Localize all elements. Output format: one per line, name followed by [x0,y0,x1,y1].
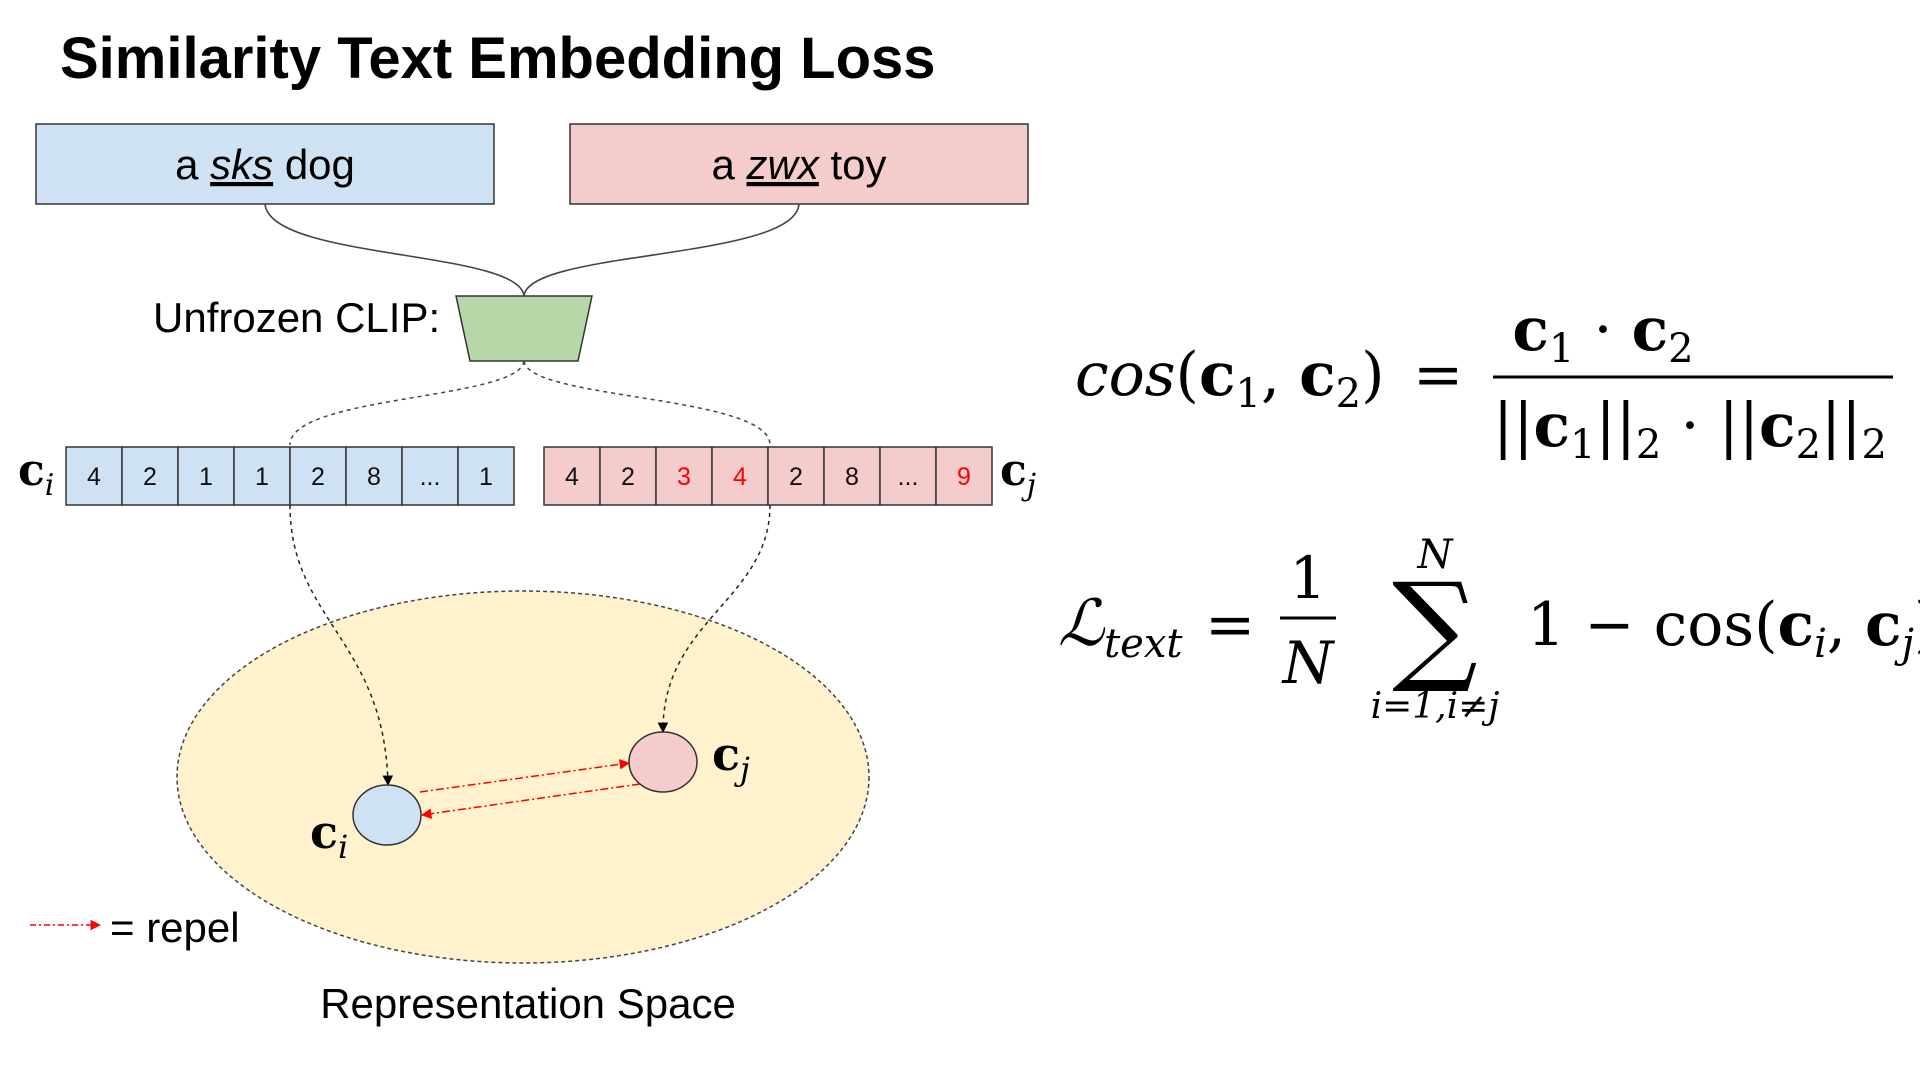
arrow-to-point-right [657,504,771,734]
vector-right-cell-value: 9 [957,463,971,491]
vector-left-cell [345,446,403,506]
connector-encoder-right [523,360,771,446]
formula2-frac-num: 1 [1290,544,1327,612]
formula2-sum-symbol: ∑ [1392,558,1478,697]
vector-right-cell-value: 2 [789,463,803,491]
vector-left-cell-value: 1 [255,463,269,491]
point-left-label: ci [310,805,348,866]
embedding-vector-right: 4 2 3 4 2 8... 9 [543,446,993,506]
vector-right-label: cj [1000,445,1036,503]
vector-right-cell [711,446,769,506]
vector-left-cell [65,446,123,506]
slide-title: Similarity Text Embedding Loss [60,26,936,91]
connector-encoder-left [289,360,525,446]
formula2-frac-den: N [1281,629,1336,697]
vector-left-cell [233,446,291,506]
vector-right-cell-value: 3 [677,463,691,491]
vector-left-cell [177,446,235,506]
vector-left-cell [401,446,459,506]
prompt-box-right [569,123,1029,205]
formula2-sum-lower: i=1,i≠j [1371,686,1500,727]
formula1-denominator: ||c1||2 · ||c2||2 [1493,391,1887,468]
connector-left-prompt [264,203,525,297]
vector-right-cell-value: 4 [733,463,747,491]
point-right-label: cj [712,727,750,788]
representation-space-ellipse [176,590,870,964]
vector-right-cell [879,446,937,506]
vector-right-cell-value: 8 [845,463,859,491]
encoder-label: Unfrozen CLIP: [153,294,440,341]
legend-repel-text: = repel [110,904,240,951]
formula2-equals: = [1205,590,1255,660]
vector-left-cell-value: 1 [479,463,493,491]
clip-encoder-trapezoid [455,295,593,362]
cosine-similarity-formula: cos(c1, c2) = c1 · c2 ||c1||2 · ||c2||2 [1075,295,1893,468]
vector-left-cell [289,446,347,506]
prompt-box-left [35,123,495,205]
formula2-rhs: 1 − cos(ci, cj) [1527,590,1920,667]
formula2-sum-upper: N [1417,532,1455,578]
vector-right-cell [599,446,657,506]
vector-right-cell [655,446,713,506]
formula2-lhs: ℒtext [1058,587,1183,667]
repel-arrow-outward [419,759,631,793]
point-left [352,784,422,846]
vector-left-cell [457,446,515,506]
formula1-equals: = [1413,340,1463,410]
vector-right-cell-value: 4 [565,463,579,491]
representation-space-label: Representation Space [320,980,736,1027]
vector-right-cell [823,446,881,506]
vector-right-cell [935,446,993,506]
prompt-right-text: a zwx toy [711,141,886,188]
arrow-to-point-left [289,504,394,787]
vector-left-cell-value: ... [420,463,441,491]
vector-left-cell-value: 8 [367,463,381,491]
point-right [628,731,698,793]
vector-left-cell-value: 2 [311,463,325,491]
connector-right-prompt [523,203,800,297]
vector-left-cell-value: 4 [87,463,101,491]
vector-right-cell-value: ... [898,463,919,491]
text-loss-formula: ℒtext = 1 N N ∑ i=1,i≠j 1 − cos(ci, cj) [1058,532,1920,727]
formula1-numerator: c1 · c2 [1512,295,1693,372]
prompt-left-text: a sks dog [175,141,355,188]
repel-arrow-inward [420,783,641,819]
vector-left-cell-value: 1 [199,463,213,491]
vector-left-cell-value: 2 [143,463,157,491]
formula1-lhs: cos(c1, c2) [1075,340,1385,417]
vector-left-label: ci [18,445,54,503]
embedding-vector-left: 4 2 1 1 2 8... 1 [65,446,515,506]
vector-right-cell-value: 2 [621,463,635,491]
